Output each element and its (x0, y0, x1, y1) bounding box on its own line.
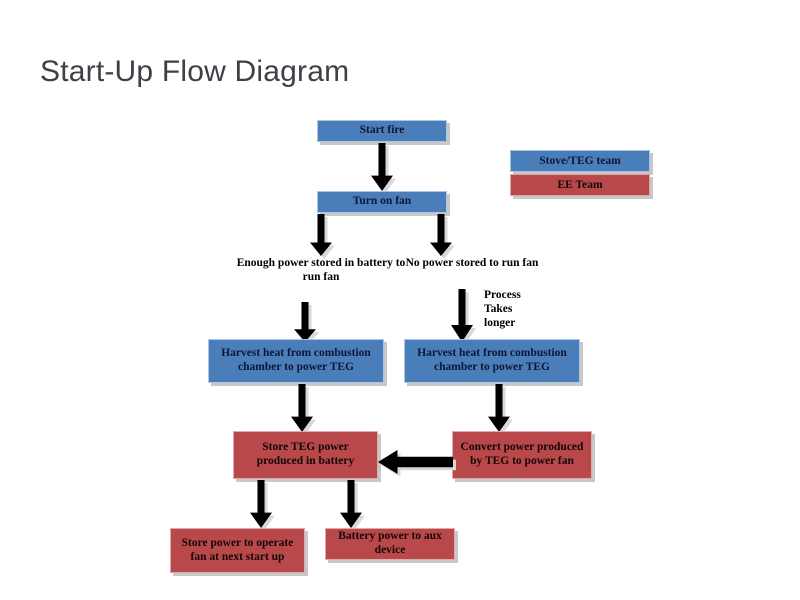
arrow-harvest-left-to-store-teg (291, 384, 316, 435)
node-convert-power[interactable]: Convert power produced by TEG to power f… (452, 431, 592, 479)
node-battery-power-aux[interactable]: Battery power to aux device (325, 528, 455, 560)
arrow-start-fire-to-turn-on-fan (371, 143, 396, 194)
arrow-convert-to-store-teg (378, 450, 456, 477)
label-enough-power-stored: Enough power stored in battery to run fa… (236, 257, 406, 283)
node-store-teg-power[interactable]: Store TEG power produced in battery (233, 431, 378, 479)
node-store-power-next-startup[interactable]: Store power to operate fan at next start… (170, 528, 305, 573)
node-turn-on-fan-label: Turn on fan (352, 195, 412, 208)
node-harvest-heat-right-label: Harvest heat from combustion chamber to … (417, 347, 567, 373)
arrow-no-power-to-harvest-right (451, 289, 476, 345)
arrow-store-teg-to-store-next-startup (250, 480, 275, 531)
node-harvest-heat-right[interactable]: Harvest heat from combustion chamber to … (404, 339, 580, 383)
arrow-store-teg-to-battery-aux (340, 480, 365, 531)
node-battery-power-aux-label: Battery power to aux device (338, 530, 442, 556)
node-harvest-heat-left[interactable]: Harvest heat from combustion chamber to … (208, 339, 384, 383)
arrow-body (378, 450, 453, 474)
legend-label-ee-team: EE Team (557, 179, 603, 191)
arrow-harvest-right-to-convert (488, 384, 513, 435)
legend-item-stove-teg-team: Stove/TEG team (510, 150, 650, 172)
label-process-takes-longer: Process Takes longer (484, 289, 521, 329)
arrow-turn-on-fan-to-no-power (430, 214, 455, 259)
node-store-power-next-startup-label: Store power to operate fan at next start… (181, 536, 294, 563)
node-convert-power-label: Convert power produced by TEG to power f… (460, 441, 584, 467)
node-harvest-heat-left-label: Harvest heat from combustion chamber to … (221, 347, 371, 373)
page-title: Start-Up Flow Diagram (40, 55, 350, 88)
node-start-fire-label: Start fire (359, 124, 405, 137)
node-store-teg-power-label: Store TEG power produced in battery (256, 441, 355, 467)
node-turn-on-fan[interactable]: Turn on fan (317, 191, 447, 213)
node-start-fire[interactable]: Start fire (317, 120, 447, 142)
arrow-enough-power-to-harvest-left (294, 302, 319, 345)
label-no-power-stored: No power stored to run fan (405, 257, 539, 269)
arrow-turn-on-fan-to-enough-power (310, 214, 335, 259)
team-legend: Stove/TEG team EE Team (510, 150, 650, 196)
legend-label-stove-teg-team: Stove/TEG team (539, 155, 621, 167)
legend-item-ee-team: EE Team (510, 174, 650, 196)
